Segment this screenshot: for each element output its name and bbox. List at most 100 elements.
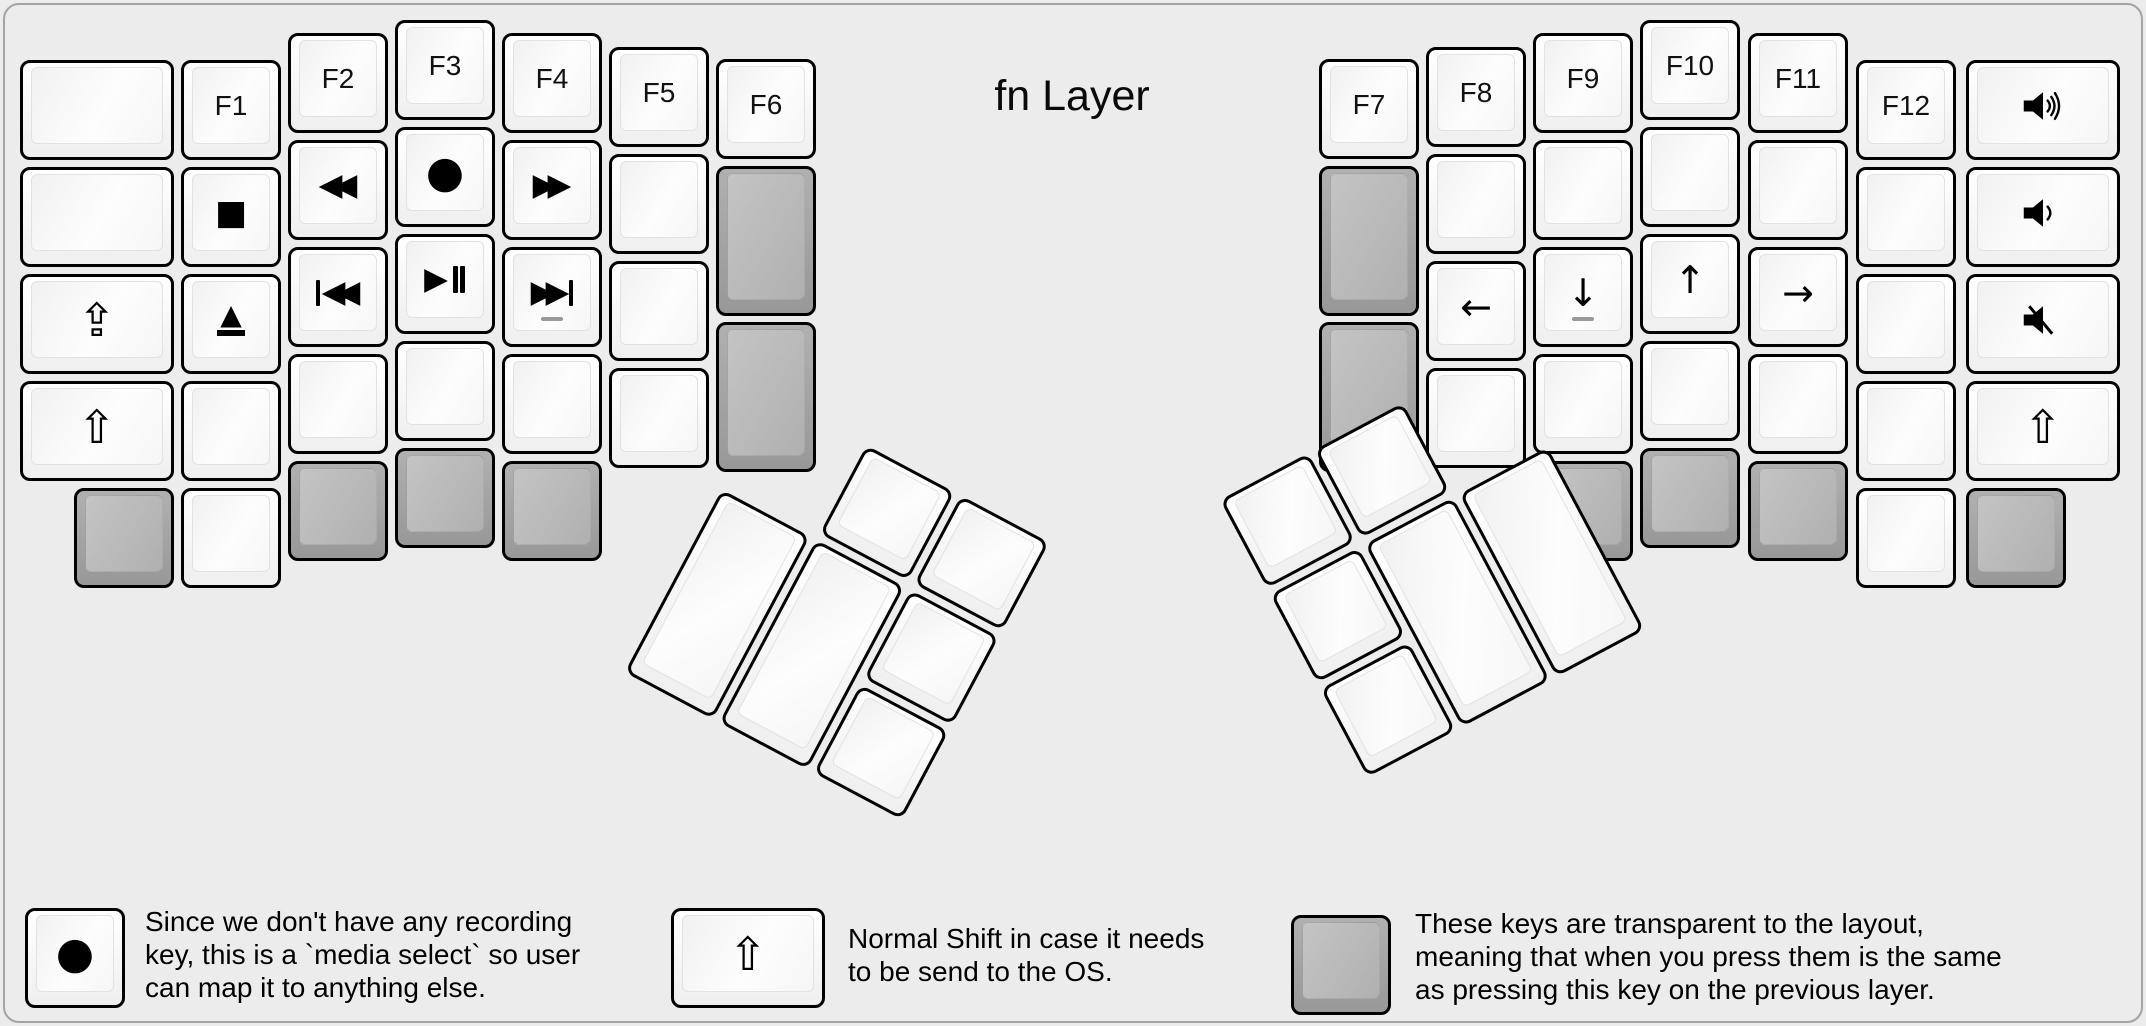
key-f12-top: F12: [1867, 67, 1945, 144]
legend-text-1: Since we don't have any recording key, t…: [145, 906, 581, 1003]
key-transparent[interactable]: [502, 461, 602, 561]
key-f5[interactable]: F5: [609, 47, 709, 147]
key-transparent-tall[interactable]: [716, 322, 816, 472]
key-transparent-top: [1759, 468, 1837, 545]
key-transparent[interactable]: [395, 448, 495, 548]
key-arrow-left[interactable]: ←: [1426, 261, 1526, 361]
key-f7[interactable]: F7: [1319, 59, 1419, 159]
key-f1[interactable]: F1: [181, 60, 281, 160]
key-blank[interactable]: [1856, 488, 1956, 588]
key-arrow-down-top: ↓: [1544, 254, 1622, 331]
key-arrow-down[interactable]: ↓: [1533, 247, 1633, 347]
key-blank-top: [620, 161, 698, 238]
key-blank[interactable]: [609, 368, 709, 468]
legend-record-key-top: ●: [36, 915, 114, 992]
key-fast-forward[interactable]: ▶▶: [502, 140, 602, 240]
key-f12[interactable]: F12: [1856, 60, 1956, 160]
key-prev-track-top: ◀◀: [299, 254, 377, 331]
key-blank[interactable]: [1426, 368, 1526, 468]
arrow-down-icon: ↓: [1567, 270, 1599, 315]
key-shift-left[interactable]: ⇧: [20, 381, 174, 481]
fast-forward-icon: ▶▶: [532, 167, 572, 203]
key-blank[interactable]: [1856, 274, 1956, 374]
key-blank[interactable]: [1533, 140, 1633, 240]
key-f11[interactable]: F11: [1748, 33, 1848, 133]
key-blank[interactable]: [20, 60, 174, 160]
arrow-right-icon: →: [1782, 270, 1814, 315]
key-transparent[interactable]: [1966, 488, 2066, 588]
key-blank[interactable]: [502, 354, 602, 454]
key-blank[interactable]: [1426, 154, 1526, 254]
key-next-track[interactable]: ▶▶: [502, 247, 602, 347]
key-f4-label: F4: [535, 62, 569, 94]
key-thumb-blank-top: [836, 456, 942, 562]
key-stop[interactable]: ■: [181, 167, 281, 267]
key-blank-top: [1867, 495, 1945, 572]
key-transparent[interactable]: [1748, 461, 1848, 561]
key-f9-top: F9: [1544, 40, 1622, 117]
key-f9[interactable]: F9: [1533, 33, 1633, 133]
key-mute-top: [1977, 281, 2109, 358]
key-volume-up-top: [1977, 67, 2109, 144]
key-blank[interactable]: [288, 354, 388, 454]
key-blank[interactable]: [1748, 354, 1848, 454]
key-arrow-up[interactable]: ↑: [1640, 234, 1740, 334]
key-caps-shift[interactable]: ⇪: [20, 274, 174, 374]
key-volume-down-top: [1977, 174, 2109, 251]
key-transparent[interactable]: [74, 488, 174, 588]
key-blank[interactable]: [1748, 140, 1848, 240]
key-blank[interactable]: [1856, 381, 1956, 481]
key-blank[interactable]: [1533, 354, 1633, 454]
key-f10[interactable]: F10: [1640, 20, 1740, 120]
key-transparent[interactable]: [288, 461, 388, 561]
key-record[interactable]: ●: [395, 127, 495, 227]
key-f6[interactable]: F6: [716, 59, 816, 159]
key-f4[interactable]: F4: [502, 33, 602, 133]
key-blank[interactable]: [395, 341, 495, 441]
key-thumb-blank-top: [880, 601, 987, 706]
key-blank-top: [1759, 361, 1837, 438]
key-f7-label: F7: [1352, 88, 1386, 120]
key-blank[interactable]: [1640, 127, 1740, 227]
legend-text-3: These keys are transparent to the layout…: [1415, 908, 2002, 1005]
key-rewind[interactable]: ◀◀: [288, 140, 388, 240]
key-f6-top: F6: [727, 66, 805, 143]
key-blank[interactable]: [181, 381, 281, 481]
key-volume-up[interactable]: [1966, 60, 2120, 160]
key-blank[interactable]: [1856, 167, 1956, 267]
key-f8-top: F8: [1437, 54, 1515, 131]
key-transparent[interactable]: [1640, 448, 1740, 548]
key-f2[interactable]: F2: [288, 33, 388, 133]
key-eject[interactable]: ▲: [181, 274, 281, 374]
key-blank[interactable]: [609, 261, 709, 361]
key-transparent-tall[interactable]: [1319, 166, 1419, 316]
key-blank[interactable]: [20, 167, 174, 267]
key-blank[interactable]: [181, 488, 281, 588]
key-arrow-right[interactable]: →: [1748, 247, 1848, 347]
key-f3[interactable]: F3: [395, 20, 495, 120]
key-blank[interactable]: [1640, 341, 1740, 441]
key-f1-top: F1: [192, 67, 270, 144]
key-blank[interactable]: [609, 154, 709, 254]
key-mute[interactable]: [1966, 274, 2120, 374]
key-shift-right[interactable]: ⇧: [1966, 381, 2120, 481]
key-volume-down[interactable]: [1966, 167, 2120, 267]
key-blank-top: [1867, 174, 1945, 251]
key-f2-top: F2: [299, 40, 377, 117]
key-transparent-tall-top: [727, 329, 805, 456]
key-prev-track[interactable]: ◀◀: [288, 247, 388, 347]
shift-left-icon: ⇧: [77, 399, 117, 454]
key-blank-top: [192, 388, 270, 465]
key-f8[interactable]: F8: [1426, 47, 1526, 147]
legend-shift-key: ⇧: [671, 908, 825, 1008]
key-f10-top: F10: [1651, 27, 1729, 104]
key-blank-top: [406, 348, 484, 425]
key-transparent-tall-top: [1330, 173, 1408, 300]
key-f3-label: F3: [428, 49, 462, 81]
key-f4-top: F4: [513, 40, 591, 117]
key-blank-top: [1437, 375, 1515, 452]
key-transparent-tall[interactable]: [716, 166, 816, 316]
key-play-pause[interactable]: ▶: [395, 234, 495, 334]
record-icon: ●: [425, 146, 465, 198]
